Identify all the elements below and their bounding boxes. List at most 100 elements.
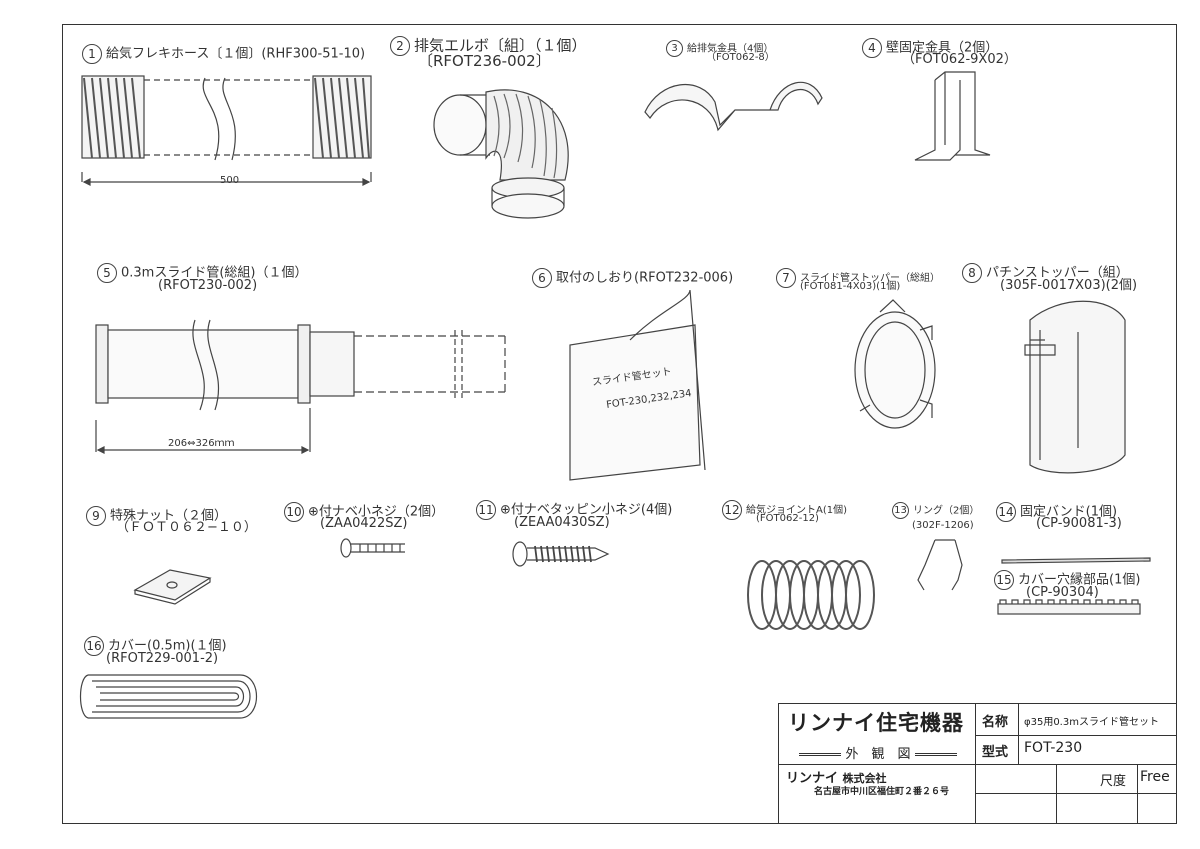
pipe-stopper-drawing [854,299,936,429]
part-name-4: 壁固定金具（2個） [886,40,999,56]
part-number-14: 14 [996,502,1016,522]
part-code-3: （FOT062-8） [706,52,775,63]
part-code-4: （FOT062-9X02） [902,52,1017,67]
part-label-12: 12 給気ジョイントA(1個) [722,500,847,520]
part-number-12: 12 [722,500,742,520]
part-number-6: 6 [532,268,552,288]
scale-spacer-1 [975,764,1057,794]
cover-trim-drawing [997,599,1141,615]
wall-bracket-drawing [914,71,991,161]
blank-cell-3 [1137,793,1177,824]
part-number-7: 7 [776,268,796,288]
company-address: 名古屋市中川区福住町２番２６号 [814,787,950,797]
drawing-type: 外 観 図 [790,743,966,762]
part-name-15: カバー穴縁部品(1個) [1018,572,1141,588]
part-label-13: 13 リング（2個） [892,502,979,519]
company-name: リンナイ [786,771,839,786]
part-code-7: (FOT081-4X03)(1個) [800,281,901,292]
part-name-1: 給気フレキホース〔１個〕 [106,46,262,62]
part-code-5: (RFOT230-002) [158,278,258,293]
part-code-15: (CP-90304) [1026,585,1099,600]
part-name-5: 0.3mスライド管(総組)（１個） [121,265,308,281]
part-label-11: 11⊕付ナベタッピン小ネジ(4個) [476,500,672,520]
part-code-2: 〔RFOT236-002〕 [418,52,551,70]
part-number-5: 5 [97,263,117,283]
part-code-13: (302F-1206) [912,520,974,531]
part-label-7: 7 スライド管ストッパー（総組） [776,268,940,288]
part-number-13: 13 [892,502,909,519]
part-number-11: 11 [476,500,496,520]
cover-coil-drawing [79,674,258,719]
part-number-10: 10 [284,502,304,522]
part-name-6: 取付のしおり(RFOT232-006) [556,270,734,286]
tapping-screw-drawing [512,541,610,567]
part-name-3: 給排気金具（4個） [687,43,774,55]
part-code-11: (ZEAA0430SZ) [514,515,610,530]
model-value: FOT-230 [1024,740,1083,756]
part-code-16: (RFOT229-001-2) [106,651,219,666]
part-label-3: 3 給排気金具（4個） [666,40,773,57]
part-code-1: (RHF300-51-10) [261,46,366,62]
machine-screw-drawing [340,538,405,558]
part-label-10: 10⊕付ナベ小ネジ（2個） [284,502,444,522]
name-label: 名称 [982,715,1009,730]
model-label: 型式 [982,745,1009,760]
part-number-1: 1 [82,44,102,64]
company-suffix: 株式会社 [842,772,887,785]
part-name-2: 排気エルボ〔組〕（１個） [414,36,587,55]
part-name-13: リング（2個） [913,505,980,517]
part-number-2: 2 [390,36,410,56]
part-number-4: 4 [862,38,882,58]
drawing-frame [62,24,1177,824]
part-code-9: （ＦＯＴ０６２−１０） [116,520,257,535]
booklet-drawing [569,289,706,481]
snap-stopper-drawing [1024,300,1126,474]
part-number-15: 15 [994,570,1014,590]
slide-pipe-drawing [95,319,506,454]
fixing-band-drawing [1001,557,1151,564]
company-name-line: リンナイ 株式会社 [786,767,887,786]
ring-clip-drawing [917,539,963,591]
part-name-8: パチンストッパー（組） [986,265,1129,281]
exhaust-elbow-drawing [433,89,569,219]
special-nut-drawing [133,569,212,605]
name-value: φ35用0.3mスライド管セット [1024,717,1159,728]
dimension-slide: 206⇔326ｍｍ [168,438,235,449]
part-name-11: ⊕付ナベタッピン小ネジ(4個) [500,502,673,518]
part-number-8: 8 [962,263,982,283]
part-number-9: 9 [86,506,106,526]
part-name-10: ⊕付ナベ小ネジ（2個） [308,504,445,520]
part-code-14: (CP-90081-3) [1036,516,1122,531]
part-name-9: 特殊ナット（２個） [110,508,228,524]
scale-label: 尺度 [1100,774,1127,789]
part-number-16: 16 [84,636,104,656]
joint-coil-drawing [747,560,875,630]
part-name-12: 給気ジョイントA(1個) [746,505,848,516]
part-code-8: (305F-0017X03)(2個) [1000,278,1138,293]
part-number-3: 3 [666,40,683,57]
drawing-type-text: 外 観 図 [845,747,911,762]
company-logo: リンナイ住宅機器 [788,711,964,735]
part-code-10: (ZAA0422SZ) [320,516,408,531]
blank-cell-1 [975,793,1057,824]
scale-value: Free [1140,769,1170,785]
bracket-drawing [644,81,823,132]
part-code-12: (FOT062-12) [756,513,819,524]
title-block: リンナイ住宅機器 外 観 図 リンナイ 株式会社 名古屋市中川区福住町２番２６号… [778,703,1177,824]
part-name-7: スライド管ストッパー（総組） [800,273,940,284]
dimension-500: 500 [220,175,240,186]
blank-cell-2 [1056,793,1138,824]
part-name-14: 固定バンド(1個) [1020,504,1118,520]
part-name-16: カバー(0.5m)(１個) [108,638,227,654]
